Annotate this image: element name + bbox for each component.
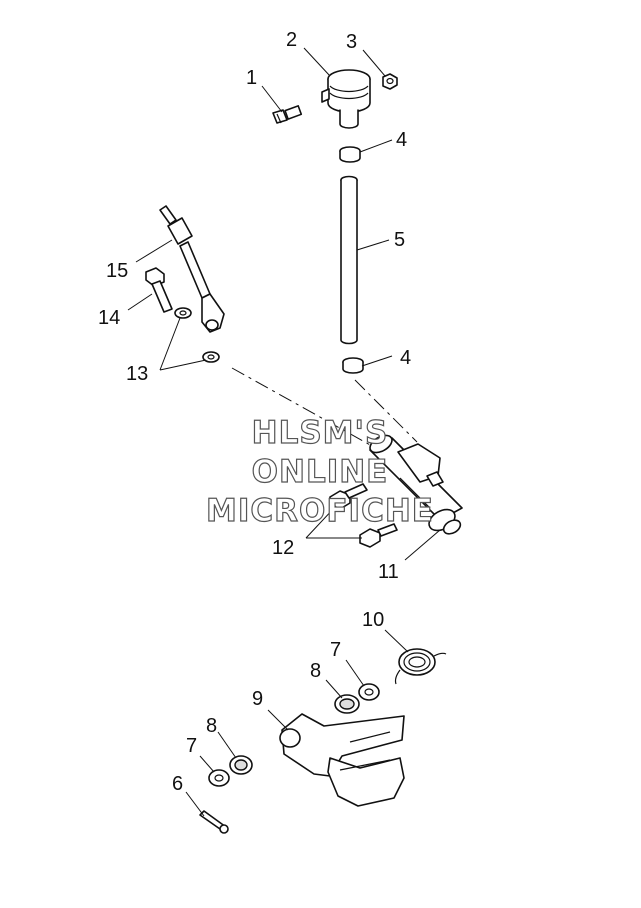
callout-14: 14: [98, 307, 120, 329]
part-15-brake-line: [159, 205, 225, 333]
part-11-master-cylinder: [369, 434, 463, 535]
part-2-reservoir-cap: [321, 69, 371, 129]
part-6-cotter-pin: [199, 810, 229, 834]
callout-13: 13: [126, 363, 148, 385]
callout-8-upper: 8: [310, 660, 321, 682]
callout-10: 10: [362, 609, 384, 631]
part-9-brake-pedal: [279, 713, 405, 807]
callout-12: 12: [272, 537, 294, 559]
part-7-washer-lower: [208, 769, 230, 787]
watermark-line-1: HLSM'S: [252, 415, 389, 451]
callout-4-lower: 4: [400, 347, 411, 369]
part-4-clamp-lower: [342, 357, 364, 374]
part-10-spring: [394, 648, 447, 685]
part-14-banjo-bolt: [145, 267, 173, 313]
callout-8-lower: 8: [206, 715, 217, 737]
part-5-hose: [340, 175, 358, 345]
callout-3: 3: [346, 31, 357, 53]
part-13-washer-lower: [202, 351, 220, 363]
part-12-bolt-lower: [359, 523, 398, 548]
part-8-bushing-upper: [334, 694, 360, 714]
callout-7-lower: 7: [186, 735, 197, 757]
leader-lines: [127, 47, 441, 817]
callout-2: 2: [286, 29, 297, 51]
callout-7-upper: 7: [330, 639, 341, 661]
centerline-right: [354, 379, 418, 443]
callout-6: 6: [172, 773, 183, 795]
callout-5: 5: [394, 229, 405, 251]
part-4-clamp-upper: [339, 146, 361, 163]
callout-4-upper: 4: [396, 129, 407, 151]
part-7-washer-upper: [358, 683, 380, 701]
watermark-line-3: MICROFICHE: [206, 493, 434, 529]
callout-9: 9: [252, 688, 263, 710]
part-8-bushing-lower: [229, 755, 253, 775]
callout-11: 11: [378, 561, 399, 583]
callout-1: 1: [246, 67, 257, 89]
part-3-nut: [382, 73, 398, 90]
part-1-bolt: [272, 105, 303, 124]
part-13-washer-upper: [174, 307, 192, 319]
part-12-bolt-upper: [329, 483, 368, 510]
watermark-line-2: ONLINE: [252, 454, 389, 490]
callout-15: 15: [106, 260, 128, 282]
